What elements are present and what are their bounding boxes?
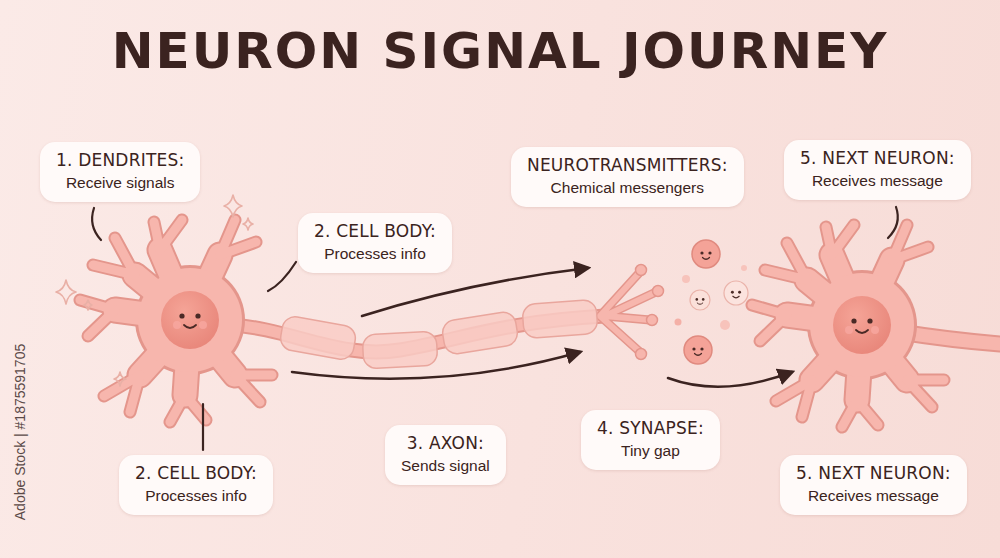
- sparkle: [56, 195, 253, 386]
- label-description: Tiny gap: [597, 441, 704, 461]
- myelin-sheath: [441, 310, 519, 355]
- flow-arrow: [292, 268, 792, 387]
- neurotransmitter: [692, 347, 703, 355]
- neurotransmitter: [724, 281, 748, 305]
- myelin-sheath: [279, 299, 598, 368]
- sparkle: [114, 372, 126, 386]
- neurotransmitter: [684, 336, 712, 364]
- axon-terminal: [636, 265, 647, 276]
- flow-arrow: [668, 372, 792, 387]
- label-description: Receive signals: [56, 173, 184, 193]
- label-description: Sends signal: [401, 456, 490, 476]
- neurotransmitter: [696, 298, 705, 304]
- leader-line: [202, 404, 204, 450]
- myelin-sheath: [362, 331, 438, 369]
- label-box: 5. NEXT NEURON:Receives message: [784, 140, 971, 200]
- flow-arrow: [292, 352, 580, 379]
- watermark: Adobe Stock | #1875591705: [12, 344, 28, 520]
- neuron-right: [752, 225, 944, 427]
- sparkle: [56, 280, 76, 304]
- label-box: 2. CELL BODY:Processes info: [119, 455, 273, 515]
- label-heading: 3. AXON:: [401, 433, 490, 454]
- neurotransmitter: [682, 275, 690, 283]
- sparkle: [84, 300, 92, 310]
- neurotransmitter: [675, 319, 682, 326]
- label-heading: 2. CELL BODY:: [314, 221, 436, 242]
- label-box: 2. CELL BODY:Processes info: [298, 213, 452, 273]
- axon-terminal: [636, 349, 647, 360]
- neurotransmitter: [731, 291, 741, 298]
- axon-terminal: [653, 286, 664, 297]
- axon-terminal: [600, 272, 656, 352]
- leader-line: [92, 208, 101, 240]
- neurotransmitter: [720, 320, 730, 330]
- myelin-sheath: [279, 315, 358, 361]
- flow-arrow: [362, 268, 588, 316]
- leader-line: [92, 207, 898, 450]
- neuron-left: [80, 220, 272, 422]
- label-box: 3. AXON:Sends signal: [385, 425, 506, 485]
- leader-line: [268, 262, 296, 291]
- label-heading: 2. CELL BODY:: [135, 463, 257, 484]
- neurotransmitter: [692, 240, 720, 268]
- label-box: NEUROTRANSMITTERS:Chemical messengers: [511, 147, 744, 207]
- axon-terminal: [600, 272, 656, 352]
- diagram-title: NEURON SIGNAL JOURNEY: [0, 22, 1000, 80]
- label-description: Receives message: [800, 171, 955, 191]
- leader-line: [888, 207, 898, 238]
- myelin-sheath: [522, 299, 598, 338]
- label-box: 4. SYNAPSE:Tiny gap: [581, 410, 720, 470]
- label-description: Receives message: [796, 486, 951, 506]
- neurotransmitter: [675, 240, 749, 364]
- sparkle: [243, 218, 253, 230]
- label-heading: 4. SYNAPSE:: [597, 418, 704, 439]
- label-box: 5. NEXT NEURON:Receives message: [780, 455, 967, 515]
- label-heading: NEUROTRANSMITTERS:: [527, 155, 728, 176]
- axon-terminal: [647, 315, 658, 326]
- label-box: 1. DENDRITES:Receive signals: [40, 142, 200, 202]
- neurotransmitter: [700, 251, 711, 259]
- neurotransmitter: [690, 290, 710, 310]
- sparkle: [224, 195, 242, 217]
- label-description: Chemical messengers: [527, 178, 728, 198]
- label-description: Processes info: [135, 486, 257, 506]
- label-heading: 5. NEXT NEURON:: [800, 148, 955, 169]
- neurotransmitter: [741, 265, 747, 271]
- label-heading: 1. DENDRITES:: [56, 150, 184, 171]
- axon-terminal: [600, 265, 664, 360]
- label-heading: 5. NEXT NEURON:: [796, 463, 951, 484]
- label-description: Processes info: [314, 244, 436, 264]
